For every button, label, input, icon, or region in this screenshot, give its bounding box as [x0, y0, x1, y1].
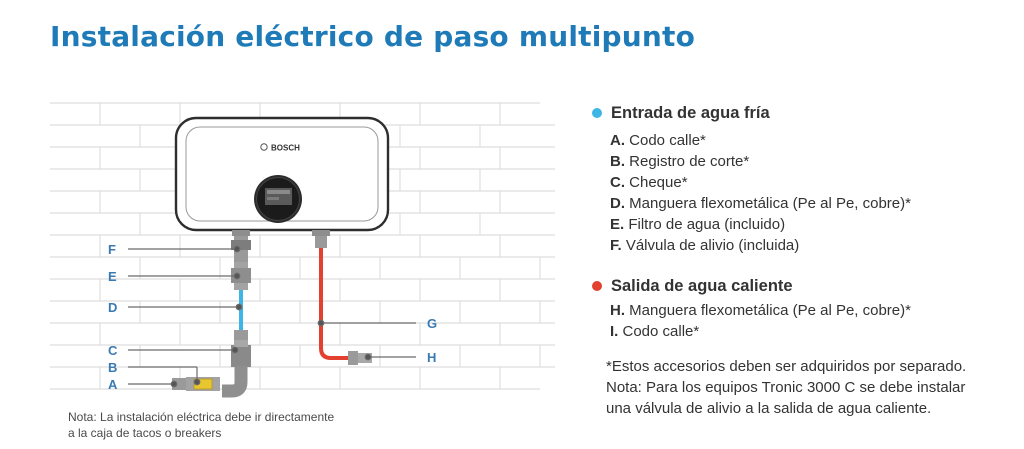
label-a: A: [108, 377, 118, 392]
list-item: I. Codo calle*: [610, 323, 700, 340]
label-d: D: [108, 300, 117, 315]
list-item: B. Registro de corte*: [610, 153, 750, 170]
label-g: G: [427, 316, 437, 331]
street-elbow-hot: [348, 351, 358, 365]
label-c: C: [108, 343, 118, 358]
cold-water-section-title: Entrada de agua fría: [592, 102, 1012, 124]
footnote-line-1: *Estos accesorios deben ser adquiridos p…: [606, 358, 967, 375]
page-title: Instalación eléctrico de paso multipunto: [50, 20, 696, 53]
list-item: A. Codo calle*: [610, 132, 706, 149]
accessories-footnote: *Estos accesorios deben ser adquiridos p…: [606, 356, 1012, 419]
footnote-line-3: una válvula de alivio a la salida de agu…: [606, 400, 932, 417]
list-item: F. Válvula de alivio (incluida): [610, 237, 800, 254]
bosch-logo-icon: [260, 143, 268, 151]
label-f: F: [108, 242, 116, 257]
list-item: D. Manguera flexometálica (Pe al Pe, cob…: [610, 195, 911, 212]
label-e: E: [108, 269, 117, 284]
hot-water-section-title: Salida de agua caliente: [592, 275, 1012, 297]
hot-water-list: H. Manguera flexometálica (Pe al Pe, cob…: [610, 300, 1012, 342]
hot-flex-hose: [319, 248, 350, 360]
footnote-line-2: Nota: Para los equipos Tronic 3000 C se …: [606, 379, 966, 396]
cold-dot-icon: [592, 108, 602, 118]
label-b: B: [108, 360, 117, 375]
electrical-note-line-2: a la caja de tacos o breakers: [68, 426, 222, 440]
label-h: H: [427, 350, 436, 365]
list-item: C. Cheque*: [610, 174, 688, 191]
legend: Entrada de agua fría A. Codo calle* B. R…: [592, 102, 1012, 419]
cold-water-assembly: [172, 230, 251, 398]
electrical-note-line-1: Nota: La instalación eléctrica debe ir d…: [68, 410, 335, 424]
hot-dot-icon: [592, 281, 602, 291]
electrical-note: Nota: La instalación eléctrica debe ir d…: [68, 409, 334, 441]
brand-label: BOSCH: [271, 144, 300, 153]
cold-water-list: A. Codo calle* B. Registro de corte* C. …: [610, 130, 1012, 256]
list-item: H. Manguera flexometálica (Pe al Pe, cob…: [610, 302, 911, 319]
list-item: E. Filtro de agua (incluido): [610, 216, 786, 233]
brick-wall: [50, 102, 555, 390]
water-heater-unit: BOSCH: [174, 116, 390, 232]
